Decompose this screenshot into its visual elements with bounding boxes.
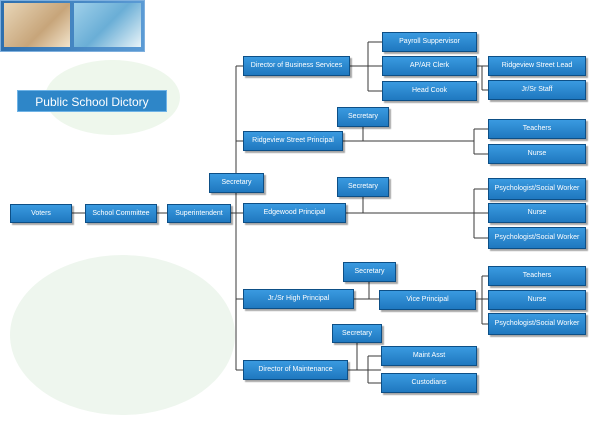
node-school-committee: School Committee	[85, 204, 157, 223]
node-ridgeview-principal: Ridgeview Street Principal	[243, 131, 343, 151]
node-superintendent: Superintendent	[167, 204, 231, 223]
node-jrsr-principal: Jr./Sr High Principal	[243, 289, 354, 309]
node-payroll-supervisor: Payroll Suppervisor	[382, 32, 477, 52]
node-director-maintenance: Director of Maintenance	[243, 360, 348, 380]
node-nurse-jrsr: Nurse	[488, 290, 586, 310]
node-secretary-ridgeview: Secretary	[337, 107, 389, 127]
node-jr-sr-staff: Jr/Sr Staff	[488, 80, 586, 100]
node-teachers-ridgeview: Teachers	[488, 119, 586, 139]
node-vice-principal: Vice Principal	[379, 290, 476, 310]
node-secretary-edgewood: Secretary	[337, 177, 389, 197]
node-custodians: Custodians	[381, 373, 477, 393]
node-head-cook: Head Cook	[382, 81, 477, 101]
node-maint-asst: Maint Asst	[381, 346, 477, 366]
node-psychologist-edgewood-2: Psychologist/Social Worker	[488, 227, 586, 249]
node-director-business-services: Director of Business Services	[243, 56, 350, 76]
node-ridgeview-street-lead: Ridgeview Street Lead	[488, 56, 586, 76]
page-title: Public School Dictory	[17, 90, 167, 112]
node-psychologist-edgewood-1: Psychologist/Social Worker	[488, 178, 586, 200]
node-secretary-superintendent: Secretary	[209, 173, 264, 193]
node-voters: Voters	[10, 204, 72, 223]
node-nurse-ridgeview: Nurse	[488, 144, 586, 164]
node-edgewood-principal: Edgewood Principal	[243, 203, 346, 223]
node-secretary-maintenance: Secretary	[332, 324, 382, 343]
node-secretary-jrsr: Secretary	[343, 262, 396, 282]
header-photo	[0, 0, 145, 52]
node-nurse-edgewood: Nurse	[488, 203, 586, 223]
node-ap-ar-clerk: AP/AR Clerk	[382, 56, 477, 76]
node-psychologist-jrsr: Psychologist/Social Worker	[488, 313, 586, 335]
background-bubble-bottom	[10, 255, 235, 415]
node-teachers-jrsr: Teachers	[488, 266, 586, 286]
